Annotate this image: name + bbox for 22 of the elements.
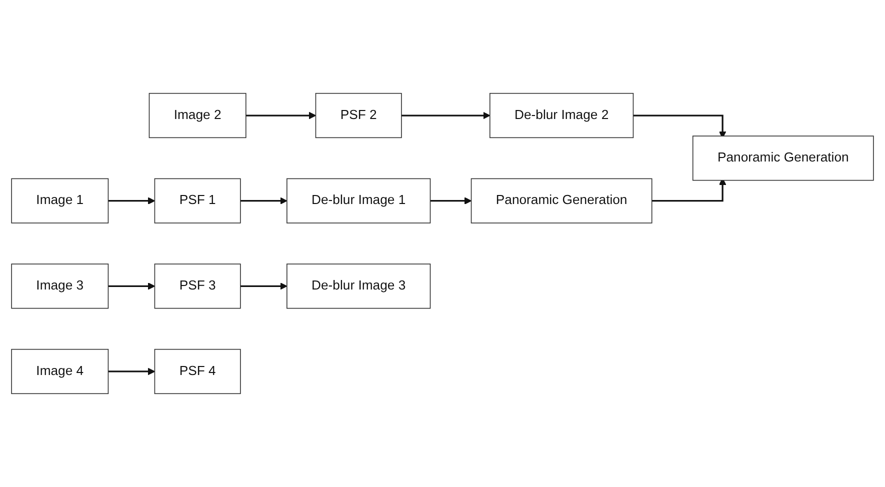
arrow	[401, 112, 490, 120]
node-box: Panoramic Generation	[470, 178, 652, 224]
arrow	[246, 112, 316, 120]
arrow	[633, 114, 726, 138]
node-box: De-blur Image 1	[286, 178, 431, 224]
arrow	[108, 282, 156, 290]
node-box: PSF 2	[315, 92, 402, 138]
node-box: De-blur Image 3	[286, 264, 431, 309]
node-box: PSF 1	[154, 178, 241, 224]
arrow	[108, 368, 156, 376]
node-box: Image 3	[11, 264, 109, 309]
arrow	[430, 197, 472, 204]
arrow	[108, 197, 156, 204]
node-box: Image 2	[148, 92, 246, 138]
node-box: De-blur Image 2	[489, 92, 634, 138]
node-box: Image 4	[11, 348, 109, 394]
arrow	[240, 282, 288, 290]
arrow	[240, 197, 288, 204]
node-box: Image 1	[11, 178, 109, 224]
node-box: Panoramic Generation	[692, 136, 874, 181]
node-box: PSF 4	[154, 348, 241, 394]
node-box: PSF 3	[154, 264, 241, 309]
